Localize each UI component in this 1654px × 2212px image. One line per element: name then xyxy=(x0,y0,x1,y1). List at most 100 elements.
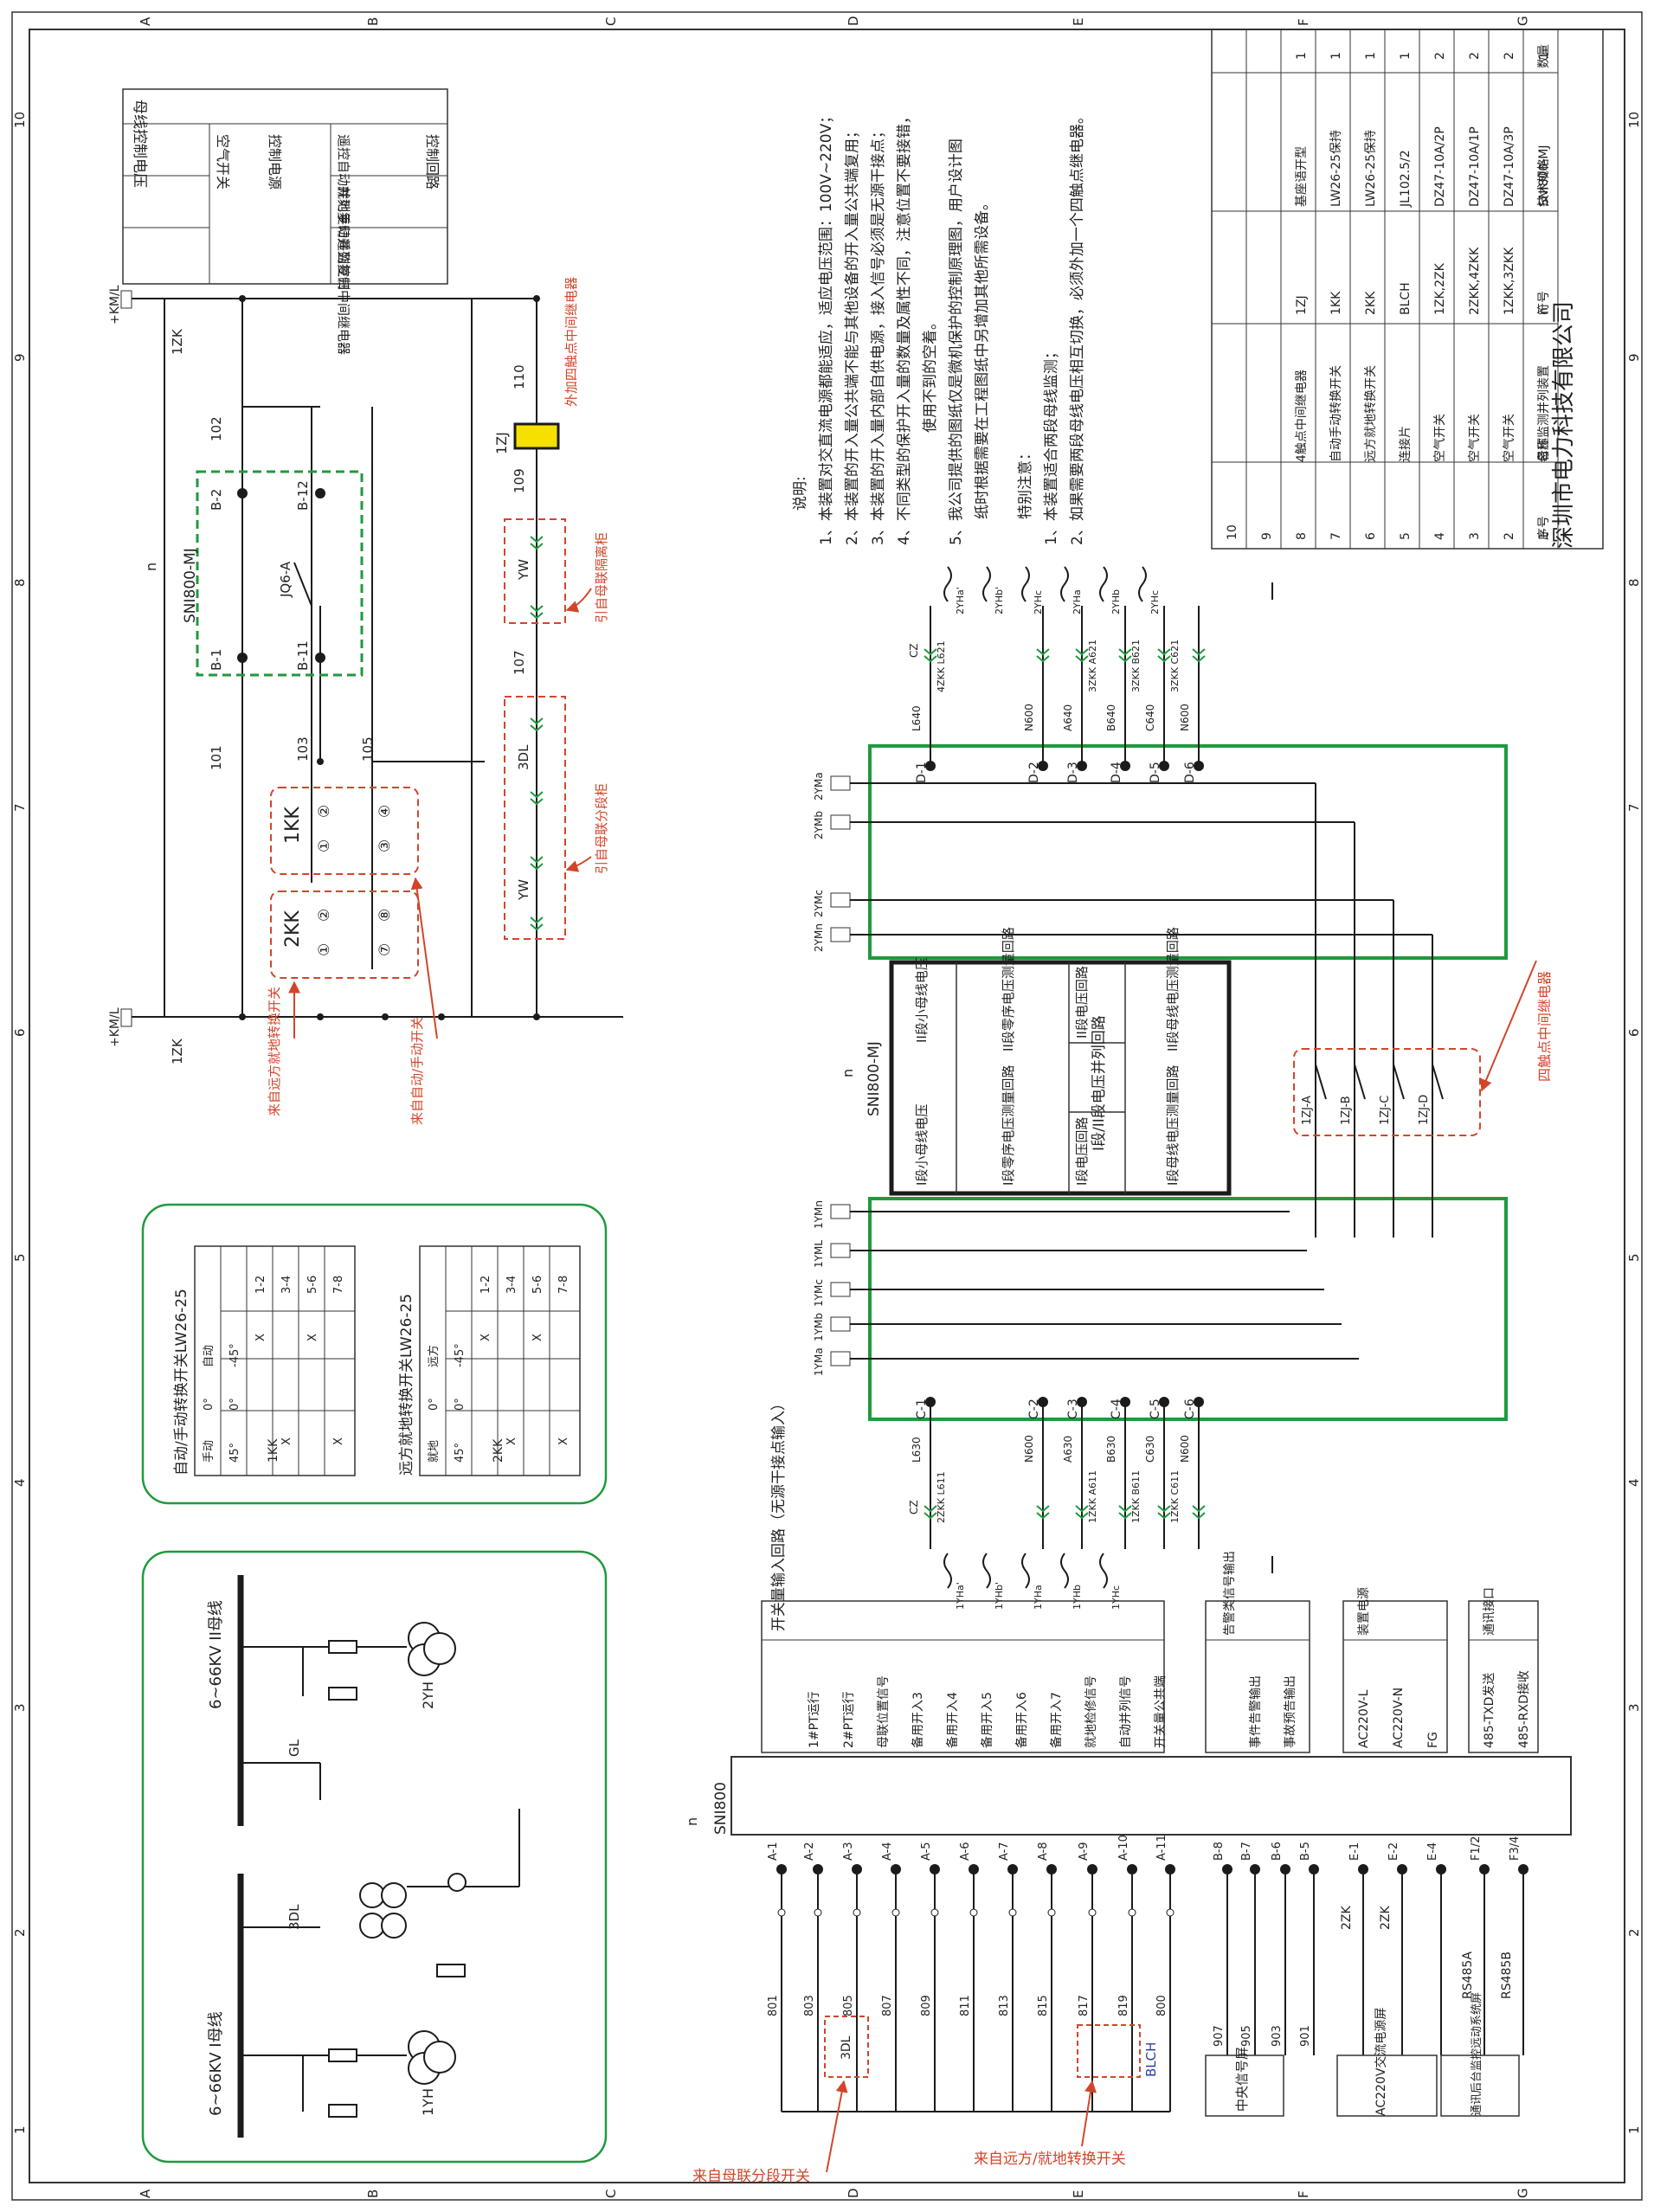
cell-i-bus-meas: I段母线电压测量回路 xyxy=(1165,1065,1181,1186)
bom-cell-qty: 2 xyxy=(1503,52,1516,60)
grid-row-bottom-B: B xyxy=(365,2189,381,2198)
note-remote-switch: 来自远方就地转换开关 xyxy=(267,987,282,1116)
sni800-label: SNI800 xyxy=(712,1782,730,1835)
sw-pos-2: 手动 xyxy=(203,1440,216,1463)
sw-row-label: 3-4 xyxy=(505,1276,518,1294)
io-power-2: FG xyxy=(1426,1732,1440,1748)
grid-row-top-B: B xyxy=(365,17,381,26)
sw-mark: X xyxy=(479,1334,492,1341)
pt-symbols xyxy=(328,1622,467,2118)
relay-contact-label-2: 1ZJ-C xyxy=(1379,1096,1392,1125)
green-loop-d xyxy=(868,744,1508,960)
b-wirenum-0: 907 xyxy=(1213,2025,1226,2047)
control-table-title: 母线控制电压 xyxy=(131,100,148,188)
grid-row-bottom-D: D xyxy=(846,2188,861,2198)
sw-mark: X xyxy=(505,1437,518,1445)
a-wirenum-2: 805 xyxy=(842,1995,855,2016)
a-term-5: A-6 xyxy=(959,1842,972,1861)
c-term-dot-4 xyxy=(1159,1397,1169,1407)
wire-109: 109 xyxy=(512,468,527,493)
a-term-4: A-5 xyxy=(920,1842,933,1861)
f-term-0: F1/2 xyxy=(1470,1836,1483,1861)
b-term-2: B-6 xyxy=(1271,1842,1284,1861)
sw-row-label: 5-6 xyxy=(531,1276,544,1294)
sw-row-label: 3-4 xyxy=(280,1276,293,1294)
a-term-7: A-8 xyxy=(1037,1842,1050,1861)
kk1-c4: ④ xyxy=(376,805,394,818)
grid-col-right-7: 7 xyxy=(1626,803,1642,812)
frame-inner xyxy=(29,29,1625,2183)
wire-101: 101 xyxy=(209,745,224,770)
bus2-label-3: 2YMn xyxy=(813,923,825,952)
special-title: 特别注意： xyxy=(1017,446,1034,519)
bus1-label-2: 1YMc xyxy=(813,1279,825,1307)
dl-note: 引自母联分段柜 xyxy=(594,783,609,874)
sw-code-0: 1KK xyxy=(267,1438,280,1463)
bom-cell-spec: LW26-25保持 xyxy=(1364,130,1378,207)
c-term-0: C-1 xyxy=(915,1399,929,1419)
b-term-1: B-7 xyxy=(1240,1842,1253,1861)
sw-angle-0: -45° xyxy=(454,1343,467,1367)
note-remote-io: 来自远方/就地转换开关 xyxy=(974,2151,1126,2168)
grid-col-left-5: 5 xyxy=(12,1253,28,1262)
note-1: 1、本装置对交直流电源都能适应，适应电压范围：100V~220V； xyxy=(818,109,835,545)
kk2-c1: ① xyxy=(316,943,333,956)
a-term-node-9 xyxy=(1128,1908,1136,1917)
switch-contacts: ① ② ③ ④ ① ② ⑦ ⑧ xyxy=(316,805,394,956)
c-term-dot-0 xyxy=(925,1397,936,1407)
bom-cell-qty: 1 xyxy=(1537,52,1551,60)
wire-numbers-top: 101 102 103 105 107 109 110 xyxy=(209,364,527,770)
grid-col-right-8: 8 xyxy=(1626,578,1642,587)
a-term-node-5 xyxy=(969,1908,978,1917)
yh1-coil-4 xyxy=(1099,1553,1108,1589)
yh2-label-5: 2YHc xyxy=(1149,590,1161,614)
b-wirenum-2: 903 xyxy=(1271,2025,1284,2047)
relay-contact-label-1: 1ZJ-B xyxy=(1340,1096,1353,1125)
bom-cell-qty: 1 xyxy=(1364,52,1378,60)
grid-row-bottom-F: F xyxy=(1296,2190,1311,2198)
km-bottom-label: +KM/L xyxy=(108,1007,122,1047)
term-b11: B-11 xyxy=(295,640,311,671)
d-term-dot-4 xyxy=(1159,761,1169,771)
sw-angle-2: 45° xyxy=(228,1443,241,1463)
a-term-node-0 xyxy=(777,1908,786,1917)
device-box-top xyxy=(196,470,364,677)
bus1-label-3: 1YMb xyxy=(813,1313,825,1341)
relay-1zj xyxy=(513,422,560,450)
c-label-2: A630 xyxy=(1062,1436,1074,1463)
grid-row-top-A: A xyxy=(138,16,153,26)
yh1-label-2: 1YHa xyxy=(1033,1585,1044,1610)
a-term-0: A-1 xyxy=(767,1842,780,1861)
bom-cell-sym: 2ZKK,4ZKK xyxy=(1468,247,1482,315)
bom-cell-name: 远方就地转换开关 xyxy=(1363,365,1378,462)
device-terminals-top xyxy=(237,488,325,663)
io-di-1: 2#PT运行 xyxy=(842,1691,856,1748)
cell-ii-bus-small: II段小母线电压 xyxy=(914,957,930,1043)
a-term-node-6 xyxy=(1008,1908,1017,1917)
bus2-term-2 xyxy=(830,892,851,908)
a-term-node-3 xyxy=(891,1908,900,1917)
e-term-2: E-4 xyxy=(1426,1842,1439,1861)
device-top-n: n xyxy=(143,563,159,571)
a-term-node-4 xyxy=(930,1908,939,1917)
io-di-6: 备用开入6 xyxy=(1014,1692,1029,1748)
note-3: 3、本装置的开入量内部自供电源，接入信号必须是无源干接点； xyxy=(870,124,887,545)
bom-header-1: 名称 xyxy=(1537,438,1551,462)
dl-box xyxy=(504,696,566,940)
c-label-0: L630 xyxy=(911,1437,923,1463)
notes-block: 说明: 1、本装置对交直流电源都能适应，适应电压范围：100V~220V； 2、… xyxy=(792,109,1086,545)
gl-label: GL xyxy=(286,1739,302,1757)
zk-top-label: 1ZK xyxy=(170,328,185,355)
yh2-label-4: 2YHb xyxy=(1110,589,1122,614)
sw-title-0: 自动/手动转换开关LW26-25 xyxy=(173,1289,190,1476)
bom-cell-name: 连接片 xyxy=(1398,426,1413,462)
grid-row-bottom-E: E xyxy=(1071,2190,1086,2198)
a-term-node-1 xyxy=(814,1908,822,1917)
a-term-8: A-9 xyxy=(1078,1842,1091,1861)
single-line-panel xyxy=(141,1550,608,2164)
grid-col-left-4: 4 xyxy=(12,1478,28,1487)
a-wirenum-4: 809 xyxy=(920,1995,933,2016)
note-5: 5、我公司提供的图纸仅是微机保护的控制原理图，用户设计图 xyxy=(948,138,965,545)
sw-row-label: 1-2 xyxy=(254,1276,267,1294)
